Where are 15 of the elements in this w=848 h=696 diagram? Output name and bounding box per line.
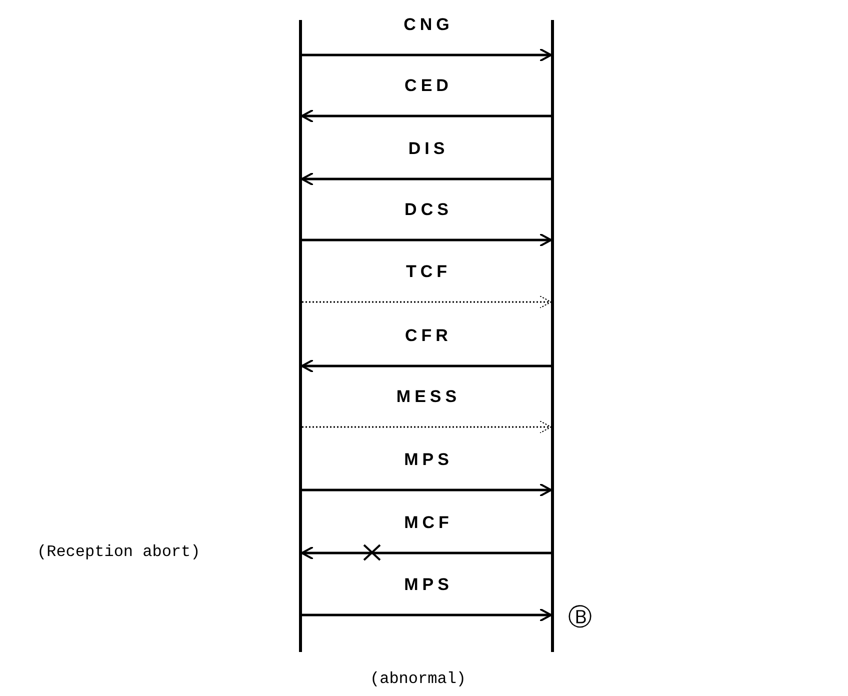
lifeline xyxy=(551,20,554,652)
message-arrow xyxy=(302,483,552,497)
reference-mark: Ⓑ xyxy=(568,602,592,633)
message-arrow xyxy=(301,109,551,123)
message-arrow xyxy=(302,420,552,434)
message-arrow xyxy=(302,48,552,62)
lifeline xyxy=(299,20,302,652)
message-arrow xyxy=(302,296,552,308)
note-text: (Reception abort) xyxy=(37,543,200,561)
message-arrow xyxy=(302,608,552,622)
message-arrow xyxy=(301,546,551,560)
message-arrow xyxy=(302,233,552,247)
note-text: (abnormal) xyxy=(370,670,466,688)
message-arrow xyxy=(301,172,551,186)
message-arrow xyxy=(301,359,551,373)
